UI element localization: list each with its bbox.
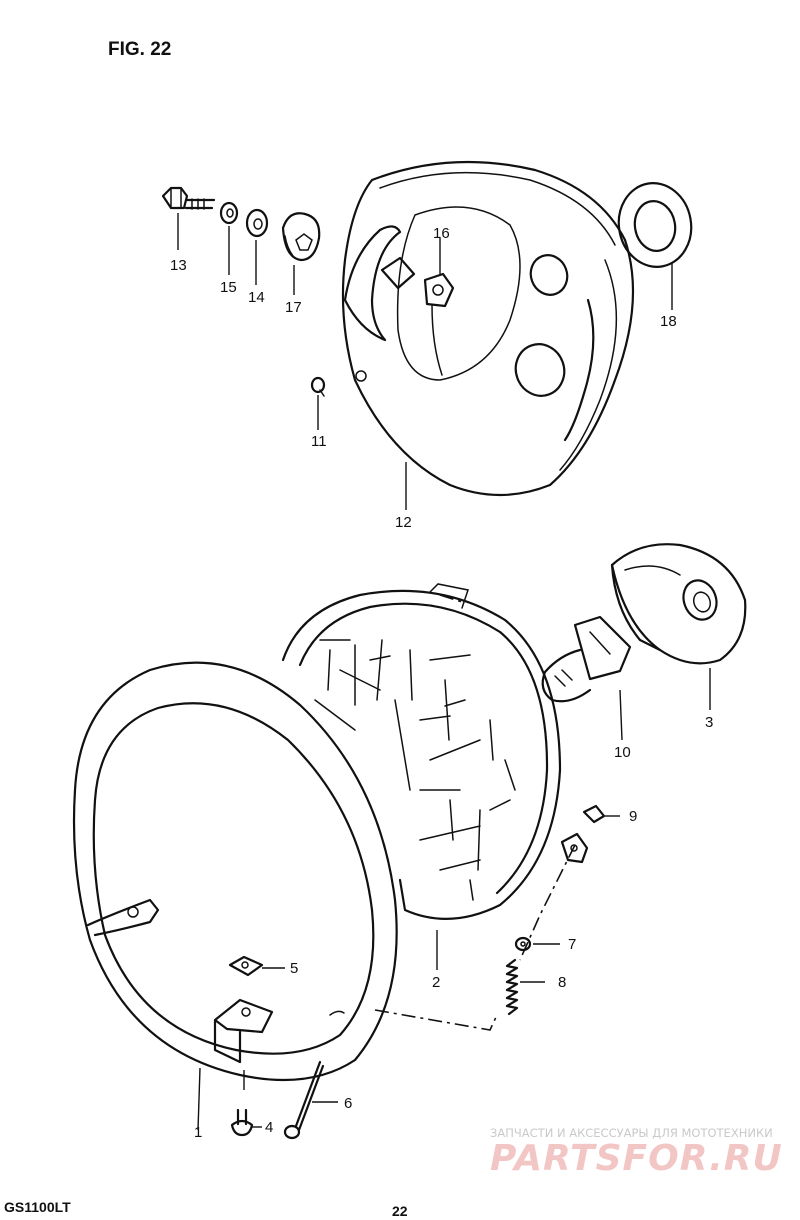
- callout-15: 15: [220, 279, 237, 296]
- model-code: GS1100LT: [4, 1199, 71, 1215]
- headlight-lens-2: [281, 583, 562, 970]
- headlight-housing-12: [341, 160, 635, 510]
- washer-15: [219, 201, 239, 275]
- bulb-10: [541, 615, 632, 741]
- washer-14: [245, 208, 269, 285]
- bolt-13: [161, 186, 216, 250]
- screw-9: [582, 804, 620, 824]
- callout-11: 11: [311, 433, 327, 450]
- screw-4: [230, 1108, 262, 1137]
- callout-12: 12: [395, 514, 412, 531]
- callout-17: 17: [285, 299, 302, 316]
- clip-5: [228, 955, 285, 977]
- callout-16: 16: [433, 225, 450, 242]
- guide-line-rim: [374, 1009, 498, 1031]
- screw-6: [283, 1060, 338, 1140]
- screw-11: [310, 376, 326, 430]
- callout-14: 14: [248, 289, 265, 306]
- headlight-rim-1: [72, 661, 398, 1131]
- callout-13: 13: [170, 257, 187, 274]
- callout-6: 6: [344, 1095, 352, 1112]
- guide-line-top: [439, 594, 463, 603]
- grommet-18: [617, 182, 693, 310]
- callout-10: 10: [614, 744, 631, 761]
- watermark-brand: PARTSFOR.RU: [490, 1138, 783, 1179]
- callout-2: 2: [432, 974, 440, 991]
- callout-4: 4: [265, 1119, 273, 1136]
- callout-18: 18: [660, 313, 677, 330]
- bulb-socket-3: [610, 543, 747, 710]
- callout-3: 3: [705, 714, 713, 731]
- guide-line-adjuster: [519, 844, 576, 961]
- spring-8: [505, 958, 545, 1016]
- grommet-17: [281, 212, 321, 295]
- callout-1: 1: [194, 1124, 202, 1141]
- watermark-tagline: ЗАПЧАСТИ И АКСЕССУАРЫ ДЛЯ МОТОТЕХНИКИ: [490, 1126, 773, 1140]
- callout-5: 5: [290, 960, 298, 977]
- callout-7: 7: [568, 936, 576, 953]
- figure-title: FIG. 22: [108, 39, 171, 60]
- page-number: 22: [392, 1203, 408, 1219]
- adjuster-bracket: [560, 832, 589, 864]
- callout-9: 9: [629, 808, 637, 825]
- callout-8: 8: [558, 974, 566, 991]
- nut-7: [514, 936, 560, 952]
